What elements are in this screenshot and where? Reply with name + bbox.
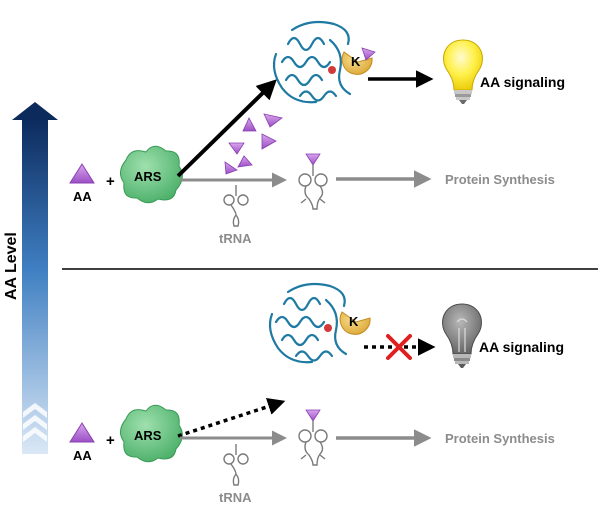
kinase-label: K [351,54,361,69]
protein-synthesis-label: Protein Synthesis [445,431,555,446]
activation-arrow [176,79,277,178]
weak-activation-arrow [177,398,286,438]
top-panel: AA + ARS tRNA [69,20,565,246]
ars-label: ARS [134,169,162,184]
kinase-label: K [349,314,359,329]
signaling-label: AA signaling [479,339,564,355]
plus-sign: + [106,173,115,190]
trna-label: tRNA [219,231,252,246]
trna-label: tRNA [219,490,252,505]
bottom-panel: AA + ARS tRNA Protein Synthesis [69,282,564,505]
axis-label: AA Level [3,232,20,300]
kinase-icon [339,311,371,335]
active-site-icon [324,324,332,332]
lightbulb-off-icon [442,303,482,368]
ars-enzyme-icon [120,404,183,463]
aa-level-axis: AA Level [3,102,58,454]
aa-label: AA [73,189,92,204]
axis-bar [22,118,48,454]
axis-chevrons [23,403,47,442]
block-x-icon [386,334,412,360]
trna-icon [223,444,249,486]
charged-trna-icon [298,153,328,210]
protein-synthesis-label: Protein Synthesis [445,172,555,187]
ars-label: ARS [134,428,162,443]
signaling-label: AA signaling [480,74,565,90]
plus-sign: + [106,432,115,449]
charged-trna-icon [298,409,328,466]
bound-aa-triangle-icon [361,47,376,61]
lightbulb-on-icon [443,39,483,104]
aa-triangle-icon [69,422,95,443]
trna-icon [223,185,249,227]
active-site-icon [328,66,336,74]
protein-structure-icon [272,20,352,104]
aa-label: AA [73,448,92,463]
axis-arrowhead [12,102,58,120]
free-aa-triangles [224,113,283,175]
aa-triangle-icon [69,163,95,184]
ars-enzyme-icon [120,145,183,204]
protein-structure-icon [268,282,348,364]
kinase-icon [341,51,373,75]
